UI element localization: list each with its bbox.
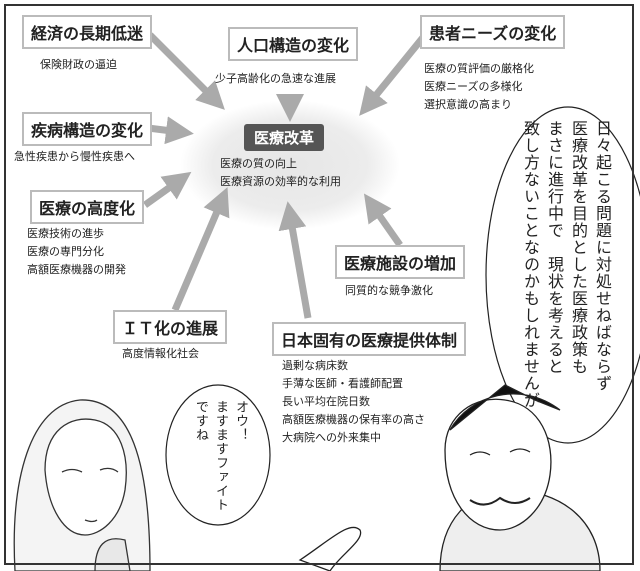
detail-line: 医療技術の進歩 <box>27 227 104 240</box>
center-line: 医療資源の効率的な利用 <box>220 175 341 188</box>
factor-population-detail: 少子高齢化の急速な進展 <box>215 72 336 85</box>
speech-line: 日々起こる問題に対処せねばならず <box>593 120 612 392</box>
detail-line: 高額医療機器の保有率の高さ <box>282 413 425 426</box>
detail-line: 高額医療機器の開発 <box>27 263 126 276</box>
factor-it-title: ＩＴ化の進展 <box>113 310 228 344</box>
detail-line: 医療の質評価の厳格化 <box>424 62 534 75</box>
speech-line: ですね <box>193 400 208 442</box>
factor-disease-detail: 急性疾患から慢性疾患へ <box>14 150 135 163</box>
speech-line: 致し方ないことなのかもしれませんが <box>521 120 540 409</box>
detail-line: 選択意識の高まり <box>424 98 512 111</box>
factor-patient-needs-details: 医療の質評価の厳格化 医療ニーズの多様化 選択意識の高まり <box>424 60 534 114</box>
center-line: 医療の質の向上 <box>220 157 297 170</box>
factor-patient-needs-title: 患者ニーズの変化 <box>420 15 566 49</box>
center-title: 医療改革 <box>244 124 325 151</box>
speech-bubble-man <box>485 106 640 444</box>
factor-facilities-detail: 同質的な競争激化 <box>345 284 433 297</box>
factor-facilities-title: 医療施設の増加 <box>335 245 466 279</box>
factor-it-detail: 高度情報化社会 <box>122 347 199 360</box>
detail-line: 医療の専門分化 <box>27 245 104 258</box>
factor-economy-title: 経済の長期低迷 <box>22 15 153 49</box>
panel-frame <box>4 4 634 565</box>
factor-advancement-details: 医療技術の進歩 医療の専門分化 高額医療機器の開発 <box>27 225 126 279</box>
speech-man-text: 日々起こる問題に対処せねばならず 医療改革を目的とした医療政策も まさに進行中で… <box>518 120 614 409</box>
detail-line: 長い平均在院日数 <box>282 395 370 408</box>
factor-economy-detail: 保険財政の逼迫 <box>40 58 117 71</box>
speech-bubble-woman <box>165 384 271 526</box>
factor-japan-system-title: 日本固有の医療提供体制 <box>272 322 467 356</box>
speech-line: オウ！ <box>233 400 248 442</box>
speech-woman-text: オウ！ ますますファイト ですね <box>190 400 250 512</box>
factor-advancement-title: 医療の高度化 <box>30 190 145 224</box>
arrows <box>142 32 428 319</box>
detail-line: 手薄な医師・看護師配置 <box>282 377 403 390</box>
woman-illustration <box>13 399 151 571</box>
speech-line: ますますファイト <box>213 400 228 512</box>
speech-line: まさに進行中で 現状を考えると <box>545 120 564 375</box>
factor-population-title: 人口構造の変化 <box>228 27 359 61</box>
center-details: 医療の質の向上 医療資源の効率的な利用 <box>220 155 341 191</box>
factor-disease-title: 疾病構造の変化 <box>22 112 153 146</box>
man-illustration <box>298 384 601 571</box>
factor-japan-system-details: 過剰な病床数 手薄な医師・看護師配置 長い平均在院日数 高額医療機器の保有率の高… <box>282 357 425 447</box>
speech-line: 医療改革を目的とした医療政策も <box>569 120 588 375</box>
detail-line: 医療ニーズの多様化 <box>424 80 523 93</box>
detail-line: 大病院への外来集中 <box>282 431 381 444</box>
detail-line: 過剰な病床数 <box>282 359 348 372</box>
center-glow <box>180 100 400 230</box>
